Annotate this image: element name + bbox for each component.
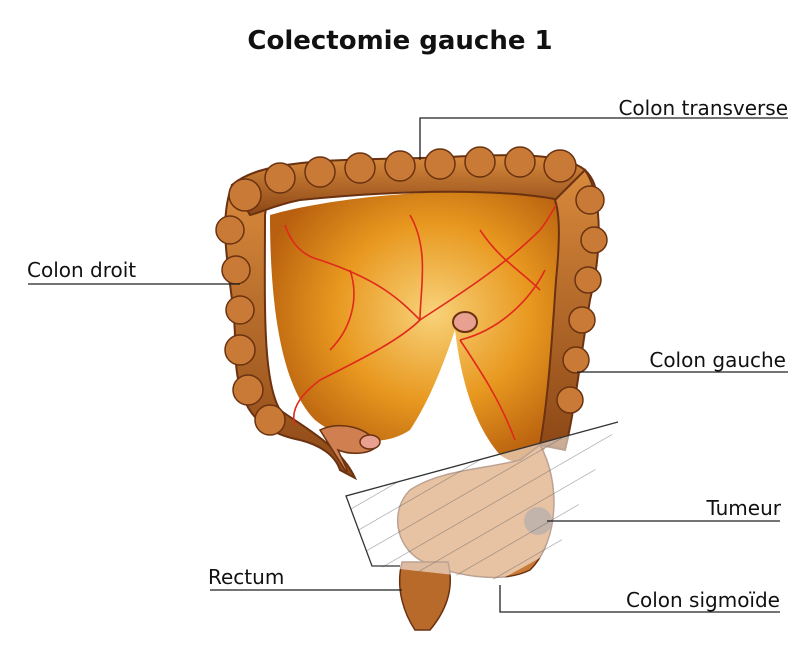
label-rectum: Rectum bbox=[208, 565, 285, 589]
mesenteric-vessels bbox=[284, 204, 557, 441]
ileum-end bbox=[359, 434, 381, 450]
haustra bbox=[215, 146, 608, 436]
label-colon-transverse: Colon transverse bbox=[618, 96, 788, 120]
transverse-stump bbox=[452, 311, 478, 333]
label-tumeur: Tumeur bbox=[706, 496, 781, 520]
resection-border bbox=[345, 421, 619, 567]
leader-lines bbox=[28, 117, 788, 613]
mesentery bbox=[270, 191, 567, 462]
label-colon-droit: Colon droit bbox=[27, 258, 137, 282]
label-colon-sigmoide: Colon sigmoïde bbox=[626, 588, 780, 612]
rectum-wall bbox=[398, 561, 452, 631]
resection-hatch bbox=[346, 422, 618, 580]
label-colon-gauche: Colon gauche bbox=[649, 348, 786, 372]
diagram-title: Colectomie gauche 1 bbox=[247, 26, 553, 56]
